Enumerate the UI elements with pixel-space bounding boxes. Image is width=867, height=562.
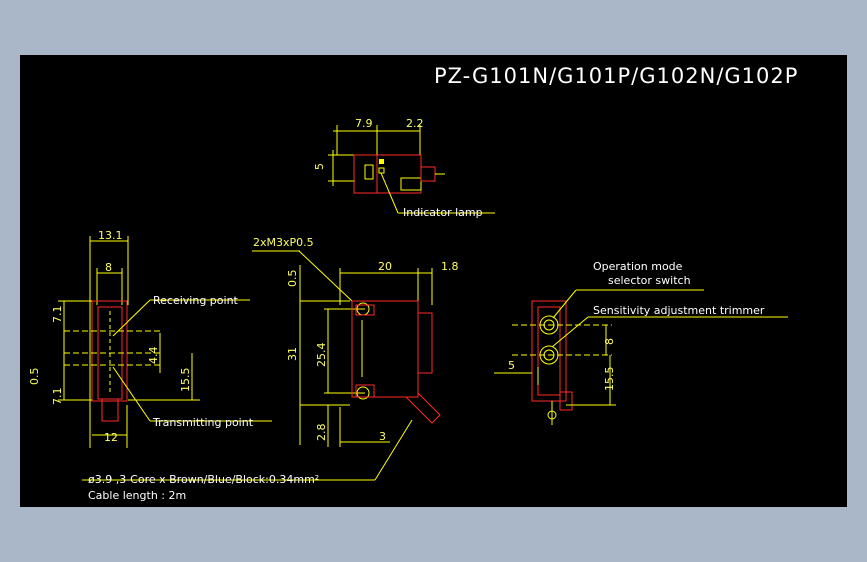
dim-front-width: 20	[378, 260, 392, 273]
label-receiving-point: Receiving point	[153, 294, 239, 307]
dim-right-height: 15.5	[603, 367, 616, 392]
label-operation-mode-1: Operation mode	[593, 260, 683, 273]
dim-front-thread: 2xM3xP0.5	[253, 236, 314, 249]
dim-left-lower: 7.1	[51, 388, 64, 406]
note-cable: ø3.9 ,3-Core x Brown/Blue/Block:0.34mm²	[88, 473, 319, 486]
left-view	[58, 236, 272, 448]
dim-left-upper: 7.1	[51, 306, 64, 324]
dim-front-height: 31	[286, 347, 299, 361]
label-operation-mode-2: selector switch	[608, 274, 691, 287]
label-indicator-lamp: Indicator lamp	[403, 206, 483, 219]
dim-left-bottom-width: 12	[104, 431, 118, 444]
dim-top-h: 5	[313, 163, 326, 170]
label-transmitting-point: Transmitting point	[152, 416, 254, 429]
dim-front-bottom-offset: 3	[379, 430, 386, 443]
dim-front-bottom-gap: 2.8	[315, 424, 328, 442]
dim-left-mid: 0.5	[28, 368, 41, 386]
front-view	[82, 250, 441, 481]
note-cable-length: Cable length : 2m	[88, 489, 186, 502]
dim-top-w2: 2.2	[406, 117, 424, 130]
dim-left-top-width: 13.1	[98, 229, 123, 242]
right-view	[494, 289, 788, 425]
dim-top-w1: 7.9	[355, 117, 373, 130]
drawing-title: PZ-G101N/G101P/G102N/G102P	[434, 64, 798, 88]
drawing-svg: PZ-G101N/G101P/G102N/G102P	[28, 64, 798, 502]
dim-left-height: 15.5	[179, 368, 192, 393]
dim-front-top-gap: 0.5	[286, 270, 299, 288]
cad-drawing-canvas[interactable]: PZ-G101N/G101P/G102N/G102P	[20, 55, 847, 507]
dim-left-offset: 4.4	[147, 347, 160, 365]
dim-front-pitch: 25.4	[315, 343, 328, 368]
dim-right-side: 5	[508, 359, 515, 372]
top-view	[328, 125, 495, 214]
dim-left-inner-width: 8	[105, 261, 112, 274]
label-sensitivity-trimmer: Sensitivity adjustment trimmer	[593, 304, 765, 317]
dim-right-upper: 8	[603, 338, 616, 345]
dim-front-side: 1.8	[441, 260, 459, 273]
